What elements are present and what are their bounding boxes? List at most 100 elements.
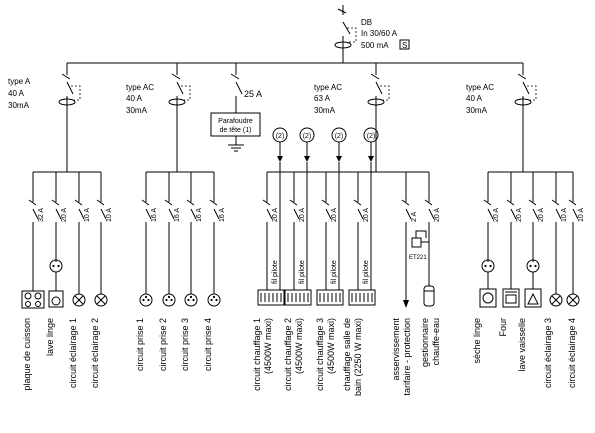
circuit-10-label: circuit chauffage 2(4500W maxi) — [283, 318, 304, 391]
main-breaker-name: DB — [361, 18, 372, 27]
circuit-12-rating: 20 A — [363, 208, 370, 222]
rcd-3-rating: 63 A — [314, 94, 331, 103]
rcd-2-sensitivity: 30mA — [126, 106, 148, 115]
circuit-16-label: Four — [498, 318, 508, 337]
circuit-19: 10 A circuit éclairage 4 — [566, 172, 585, 388]
ground-icon — [228, 144, 244, 152]
main-breaker-rating: In 30/60 A — [361, 29, 398, 38]
rcd-2-rating: 40 A — [126, 94, 143, 103]
socket-icon — [184, 262, 198, 307]
rcd-3: type AC 63 A 30mA — [314, 63, 390, 172]
circuit-11-rating: 20 A — [331, 208, 338, 222]
circuit-18-rating: 10 A — [561, 208, 568, 222]
lamp-icon — [566, 262, 580, 307]
circuit-8-rating: 16 A — [219, 208, 226, 222]
pilot-marker-text: (2) — [276, 133, 285, 140]
pilot-marker-3: (2) fil pilote — [331, 127, 347, 290]
circuit-9-rating: 20 A — [272, 208, 279, 222]
rcd-4-sensitivity: 30mA — [466, 106, 488, 115]
pilot-label-1: fil pilote — [272, 260, 279, 284]
pilot-marker-1: (2) fil pilote — [272, 127, 288, 290]
rcd-1-sensitivity: 30mA — [8, 101, 30, 110]
circuit-15-rating: 20 A — [493, 208, 500, 222]
lamp-icon — [549, 262, 563, 307]
dryer-icon — [479, 259, 497, 308]
circuit-17-label: lave vaisselle — [517, 318, 527, 372]
oven-icon — [502, 262, 520, 308]
surge-rating: 25 A — [244, 89, 262, 99]
dishwasher-icon — [524, 259, 542, 308]
circuit-5-label: circuit prise 1 — [135, 318, 145, 371]
circuit-19-rating: 10 A — [578, 208, 585, 222]
circuit-1-rating: 32 A — [38, 208, 45, 222]
circuit-14-label: gestionnairechauffe-eau — [420, 318, 441, 367]
circuit-5-rating: 16 A — [151, 208, 158, 222]
rcd-4-rating: 40 A — [466, 94, 483, 103]
circuit-18-label: circuit éclairage 3 — [543, 318, 553, 388]
pilot-marker-2: (2) fil pilote — [299, 127, 315, 290]
lamp-icon — [72, 262, 86, 307]
circuit-16-rating: 20 A — [516, 208, 523, 222]
circuit-3-label: circuit éclairage 1 — [68, 318, 78, 388]
circuit-14: 20 A gestionnairechauffe-eau — [420, 172, 441, 367]
arrow-icon — [403, 300, 409, 308]
pilot-markers: (2)fil pilote(2)fil pilote(2)fil pilote(… — [272, 127, 379, 290]
rcd-1-type: type A — [8, 77, 31, 86]
pilot-label-4: fil pilote — [363, 260, 370, 284]
circuit-6-rating: 16 A — [174, 208, 181, 222]
rcd-2-type: type AC — [126, 83, 154, 92]
washer-icon — [48, 259, 64, 308]
circuit-13-label: asservissementtarifaire - protection — [391, 318, 412, 396]
rcd-2: type AC 40 A 30mA — [126, 63, 191, 172]
rcd-1: type A 40 A 30mA — [8, 63, 81, 172]
radiator-icon — [348, 289, 376, 306]
main-breaker-sensitivity: 500 mA — [361, 41, 389, 50]
circuit-12: 20 A chauffage salle debain (2250 W maxi) — [342, 172, 376, 396]
relay-et221: ET221 — [409, 230, 429, 261]
socket-icon — [139, 262, 153, 307]
rcd-3-sensitivity: 30mA — [314, 106, 336, 115]
surge-label-line2: de tête (1) — [220, 127, 252, 134]
circuit-6: 16 A circuit prise 2 — [158, 172, 181, 371]
circuit-1: 32 A plaque de cuisson — [21, 172, 45, 391]
pilot-marker-text: (2) — [335, 133, 344, 140]
main-breaker: DB In 30/60 A 500 mA S — [334, 5, 410, 50]
circuit-4-label: circuit éclairage 2 — [90, 318, 100, 388]
radiator-icon — [284, 289, 312, 306]
radiator-icon — [316, 289, 344, 306]
circuit-12-label: chauffage salle debain (2250 W maxi) — [342, 318, 363, 396]
circuit-16: 20 A Four — [498, 172, 523, 337]
circuit-1-label: plaque de cuisson — [22, 318, 32, 391]
rcd-3-type: type AC — [314, 83, 342, 92]
rcd-4-type: type AC — [466, 83, 494, 92]
heater-icon — [423, 285, 435, 307]
pilot-marker-4: (2) fil pilote — [363, 127, 379, 290]
surge-arrester: 25 A Parafoudre de tête (1) — [210, 63, 262, 152]
rcd-1-rating: 40 A — [8, 89, 25, 98]
surge-label-line1: Parafoudre — [218, 118, 253, 125]
circuit-19-label: circuit éclairage 4 — [567, 318, 577, 388]
circuit-14-rating: 20 A — [434, 208, 441, 222]
circuit-2-rating: 20 A — [61, 208, 68, 222]
circuit-6-label: circuit prise 2 — [158, 318, 168, 371]
pilot-marker-text: (2) — [303, 133, 312, 140]
pilot-marker-text: (2) — [367, 133, 376, 140]
cooktop-icon — [21, 262, 45, 309]
pilot-label-3: fil pilote — [331, 260, 338, 284]
circuit-17-rating: 20 A — [538, 208, 545, 222]
circuit-10-rating: 20 A — [299, 208, 306, 222]
socket-icon — [162, 262, 176, 307]
pilot-label-2: fil pilote — [299, 260, 306, 284]
relay-label: ET221 — [409, 255, 427, 261]
circuit-10: 20 A circuit chauffage 2(4500W maxi) — [283, 172, 312, 391]
circuit-17: 20 A lave vaisselle — [517, 172, 545, 372]
